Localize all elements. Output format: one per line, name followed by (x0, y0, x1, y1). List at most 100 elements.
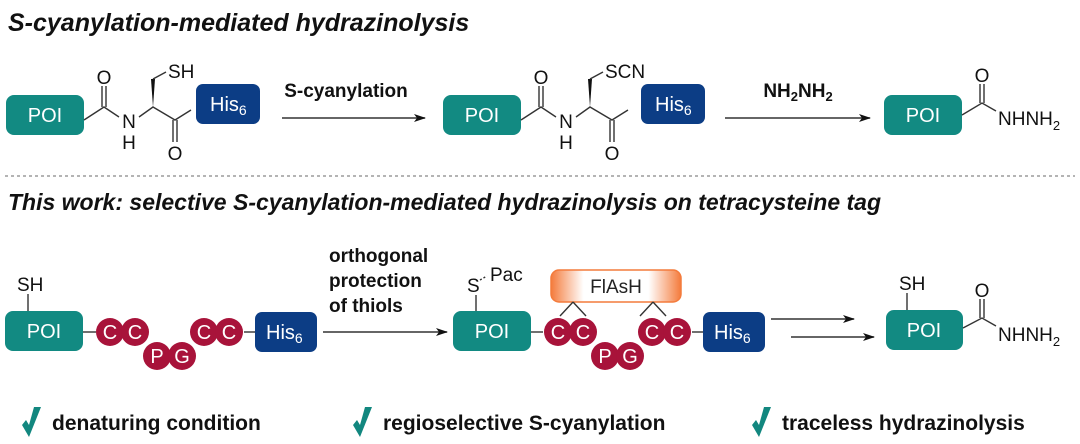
top-product-molecule: POI O NHNH2 (884, 66, 1060, 135)
his6-box (703, 312, 765, 352)
check-icon (353, 407, 372, 437)
amino-acid-bead-c (215, 318, 243, 346)
bottom-product-molecule: SH POI O NHNH2 (886, 274, 1060, 350)
carbonyl-bond (538, 86, 544, 107)
amino-acid-bead-c (638, 318, 666, 346)
bond (575, 106, 629, 121)
carbonyl-bond (172, 120, 178, 142)
poi-box (443, 95, 521, 135)
check-icon (22, 407, 41, 437)
feature-label: denaturing condition (52, 412, 261, 435)
amino-acid-label: C (551, 322, 565, 344)
amino-acid-label: G (174, 346, 190, 368)
protection-arrow-label: orthogonal protection of thiols (329, 246, 428, 317)
flash-label: FlAsH (590, 277, 642, 298)
atom-n: N (122, 112, 136, 133)
atom-o: O (97, 68, 112, 89)
poi-label: POI (907, 320, 941, 342)
amino-acid-label: C (576, 322, 590, 344)
atom-o: O (975, 66, 990, 87)
top-start-molecule: POI O N H SH O His6 (6, 62, 260, 165)
feature-item: regioselective S-cyanylation (353, 407, 665, 437)
bond (152, 71, 167, 80)
atom-o: O (975, 281, 990, 302)
arrow-label-line: protection (329, 271, 422, 292)
pac-group: Pac (490, 265, 523, 286)
bond (962, 317, 997, 329)
poi-box (886, 310, 963, 350)
his6-box (196, 84, 260, 124)
bond (83, 106, 120, 121)
check-icon (752, 407, 771, 437)
side-chain: SCN (605, 62, 645, 83)
amino-acid-bead-c (121, 318, 149, 346)
arrow1-reagent: S-cyanylation (284, 81, 408, 102)
feature-list: denaturing condition regioselective S-cy… (22, 407, 1025, 437)
poi-box (6, 95, 84, 135)
his6-box (641, 84, 705, 124)
poi-label: POI (906, 105, 940, 127)
bond (520, 106, 557, 121)
poi-box (5, 311, 83, 351)
poi-label: POI (475, 321, 509, 343)
amino-acid-label: C (222, 322, 236, 344)
carbonyl-bond (609, 120, 615, 142)
poi-label: POI (28, 105, 62, 127)
arrow-label-line: orthogonal (329, 246, 428, 267)
bond (138, 106, 192, 121)
feature-item: traceless hydrazinolysis (752, 407, 1025, 437)
wedge-bond (588, 79, 592, 107)
amino-acid-label: P (150, 346, 163, 368)
atom-n: N (559, 112, 573, 133)
thiol-label: SH (17, 275, 43, 296)
his6-label: His6 (210, 94, 247, 118)
top-intermediate-molecule: POI O N H SCN O His6 (443, 62, 705, 165)
side-chain: SH (168, 62, 194, 83)
amino-acid-label: G (622, 346, 638, 368)
amino-acid-label: C (128, 322, 142, 344)
amino-acid-bead-c (569, 318, 597, 346)
his6-label: His6 (655, 94, 692, 118)
amino-acid-bead-p (591, 342, 619, 370)
amino-acid-label: C (197, 322, 211, 344)
flash-box (550, 269, 682, 303)
amino-acid-bead-c (190, 318, 218, 346)
amino-acid-label: C (645, 322, 659, 344)
poi-label: POI (465, 105, 499, 127)
atom-o: O (534, 68, 549, 89)
flash-linkers (559, 301, 667, 317)
amino-acid-bead-c (663, 318, 691, 346)
amino-acid-bead-c (96, 318, 124, 346)
carbonyl-bond (979, 299, 985, 318)
hydrazide-group: NHNH2 (998, 325, 1060, 349)
bottom-scheme-title: This work: selective S-cyanylation-media… (8, 189, 881, 215)
feature-item: denaturing condition (22, 407, 261, 437)
amino-acid-bead-g (616, 342, 644, 370)
hydrazide-group: NHNH2 (998, 109, 1060, 133)
atom-o: O (168, 144, 183, 165)
thiol-label: SH (899, 274, 925, 295)
his6-label: His6 (266, 322, 303, 346)
his6-box (255, 312, 317, 352)
his6-label: His6 (714, 322, 751, 346)
bond (479, 275, 488, 281)
poi-label: POI (27, 321, 61, 343)
amino-acid-bead-g (168, 342, 196, 370)
atom-h: H (122, 133, 136, 154)
amino-acid-label: C (670, 322, 684, 344)
poi-box (884, 95, 962, 135)
bond (961, 102, 997, 116)
wedge-bond (151, 79, 155, 107)
amino-acid-bead-p (143, 342, 171, 370)
atom-o: O (605, 144, 620, 165)
feature-label: regioselective S-cyanylation (383, 412, 665, 435)
atom-h: H (559, 133, 573, 154)
arrow2-reagent: NH2NH2 (763, 81, 832, 104)
poi-box (453, 311, 531, 351)
feature-label: traceless hydrazinolysis (782, 412, 1025, 435)
carbonyl-bond (101, 86, 107, 107)
